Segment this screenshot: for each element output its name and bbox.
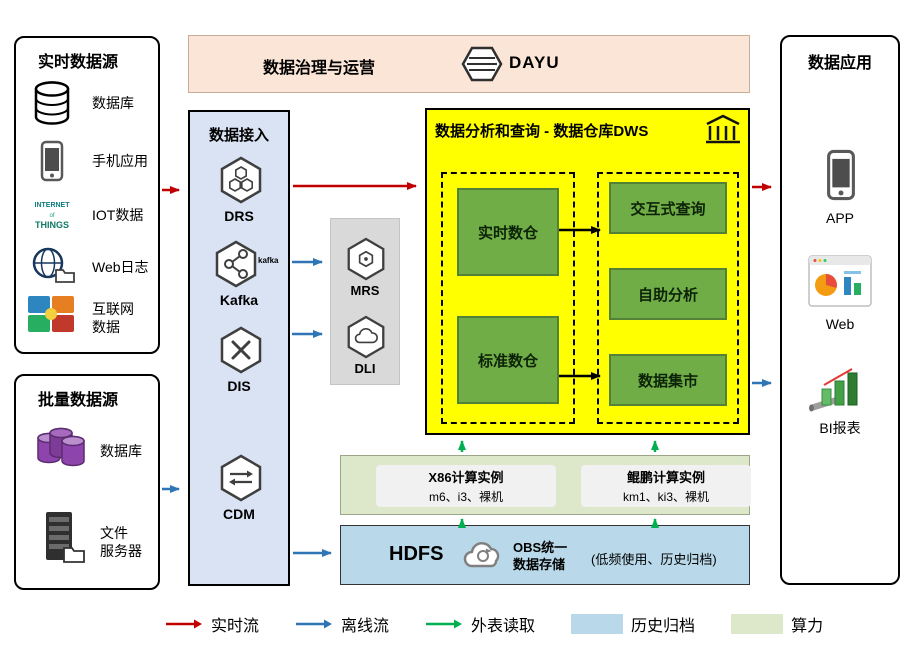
data-applications-title: 数据应用 (807, 55, 872, 72)
obs-note: (低频使用、历史归档) (591, 552, 717, 567)
obs-title: OBS统一 数据存储 (513, 540, 568, 572)
data-ingestion-title: 数据接入 (208, 127, 269, 144)
green-arrow-icon (426, 619, 463, 629)
purple-database-stack-icon (32, 422, 88, 479)
legend-external-read: 外表读取 (425, 612, 535, 636)
x86-subtitle: m6、i3、裸机 (428, 490, 503, 504)
governance-title: 数据治理与运营 (263, 60, 376, 77)
drs-label: DRS (224, 208, 254, 224)
svg-text:of: of (49, 213, 54, 219)
dis-service-icon (219, 326, 263, 379)
file-server-icon (38, 510, 86, 571)
dws-title: 数据分析和查询 - 数据仓库DWS (435, 123, 649, 140)
kunpeng-title: 鲲鹏计算实例 (626, 470, 705, 485)
data-mart-node: 数据集市 (609, 354, 727, 406)
data-applications-box: 数据应用 APP Web (780, 35, 900, 585)
phone-icon (40, 140, 64, 187)
middleware-box: MRS DLI (330, 218, 400, 385)
list-item-label: 数据库 (92, 95, 134, 111)
realtime-sources-title: 实时数据源 (38, 54, 119, 71)
dli-service-icon (346, 315, 386, 364)
bi-report-icon (808, 367, 872, 420)
dws-box: 数据分析和查询 - 数据仓库DWS 实时数仓 标准数仓 交互式查询 自助分析 数… (425, 108, 750, 435)
legend-archive: 历史归档 (571, 612, 695, 636)
svg-text:INTERNET: INTERNET (35, 202, 71, 209)
compute-strip: X86计算实例 m6、i3、裸机 鲲鹏计算实例 km1、ki3、裸机 (340, 455, 751, 515)
governance-strip: 数据治理与运营 DAYU (188, 35, 750, 93)
x86-compute-group: X86计算实例 m6、i3、裸机 (376, 465, 556, 507)
legend: 实时流 离线流 外表读取 历史归档 算力 (165, 612, 823, 636)
obs-cloud-icon (459, 537, 509, 578)
archive-swatch (571, 614, 624, 634)
realtime-sources-box: 实时数据源 数据库 手机应用 INTERNET of THINGS (14, 36, 160, 354)
internet-data-collage-icon (28, 296, 74, 337)
list-item-label: 数据库 (100, 443, 142, 459)
drs-service-icon (219, 156, 263, 209)
list-item-label: Web日志 (92, 259, 149, 275)
list-item-label: 互联网 数据 (92, 301, 134, 335)
dayu-logo-icon (461, 46, 503, 87)
web-dashboard-icon (808, 255, 872, 312)
legend-compute-power: 算力 (731, 612, 823, 636)
compute-swatch (731, 614, 784, 634)
iot-wordcloud-icon: INTERNET of THINGS (28, 196, 76, 237)
legend-realtime-flow: 实时流 (165, 612, 259, 636)
hdfs-obs-strip: HDFS OBS统一 数据存储 (低频使用、历史归档) (340, 525, 750, 585)
realtime-warehouse-node: 实时数仓 (457, 188, 559, 276)
kafka-wordmark: kafka (258, 256, 279, 265)
list-item-label: 文件 服务器 (100, 525, 142, 559)
x86-title: X86计算实例 (428, 470, 504, 485)
warehouse-layer-group (441, 172, 575, 424)
interactive-query-node: 交互式查询 (609, 182, 727, 234)
self-service-analysis-node: 自助分析 (609, 268, 727, 320)
web-label: Web (825, 316, 855, 332)
bi-report-label: BI报表 (819, 420, 861, 436)
mrs-label: MRS (350, 283, 380, 298)
hdfs-label: HDFS (389, 543, 444, 565)
analysis-layer-group (597, 172, 739, 424)
dayu-logo-text: DAYU (509, 53, 560, 72)
database-icon (32, 80, 72, 131)
kunpeng-compute-group: 鲲鹏计算实例 km1、ki3、裸机 (581, 465, 751, 507)
legend-offline-flow: 离线流 (295, 612, 389, 636)
list-item-label: 手机应用 (92, 153, 148, 169)
data-ingestion-column: 数据接入 DRS kafka Kafka (188, 110, 290, 586)
app-phone-icon (826, 149, 856, 206)
standard-warehouse-node: 标准数仓 (457, 316, 559, 404)
batch-sources-title: 批量数据源 (38, 392, 119, 409)
batch-sources-box: 批量数据源 数据库 (14, 374, 160, 590)
mrs-service-icon (346, 237, 386, 286)
svg-text:THINGS: THINGS (35, 220, 69, 230)
app-label: APP (825, 210, 854, 226)
cdm-label: CDM (223, 506, 255, 522)
red-arrow-icon (166, 619, 202, 629)
dli-label: DLI (354, 361, 376, 376)
dis-label: DIS (227, 378, 251, 394)
kunpeng-subtitle: km1、ki3、裸机 (622, 490, 709, 504)
blue-arrow-icon (296, 619, 333, 629)
web-log-globe-icon (30, 246, 76, 289)
cdm-service-icon (219, 454, 263, 507)
kafka-label: Kafka (219, 292, 259, 308)
list-item-label: IOT数据 (92, 207, 144, 223)
kafka-service-icon (214, 240, 258, 293)
warehouse-building-icon (703, 114, 743, 151)
